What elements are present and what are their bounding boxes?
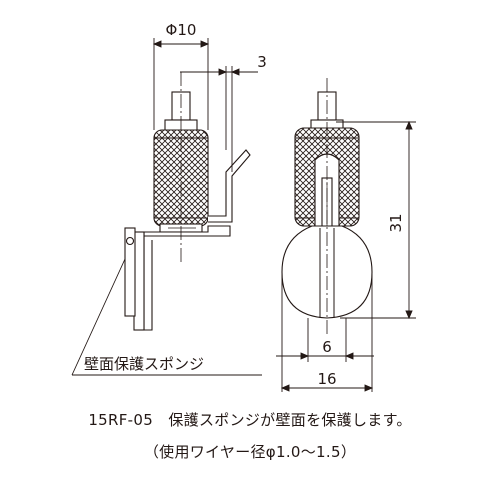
- sponge-callout-label: 壁面保護スポンジ: [84, 355, 204, 373]
- front-dimensions: [276, 120, 416, 392]
- caption-line-1: 15RF-05 保護スポンジが壁面を保護します。: [88, 411, 412, 429]
- front-outer-width-label: 16: [317, 370, 336, 388]
- callout-leader: [71, 258, 262, 376]
- side-sponge: [124, 227, 136, 317]
- front-height-label: 31: [387, 213, 405, 232]
- side-view: [124, 72, 251, 331]
- side-dimensions: [152, 38, 258, 172]
- side-diameter-label: Φ10: [166, 21, 197, 39]
- front-inner-width-label: 6: [322, 338, 332, 356]
- front-view: [281, 78, 373, 335]
- side-bracket: [134, 225, 231, 331]
- caption-line-2: （使用ワイヤー径φ1.0〜1.5）: [143, 443, 357, 461]
- side-offset-label: 3: [257, 53, 267, 71]
- side-sponge-hole: [125, 236, 135, 246]
- side-hook-wire: [208, 149, 251, 223]
